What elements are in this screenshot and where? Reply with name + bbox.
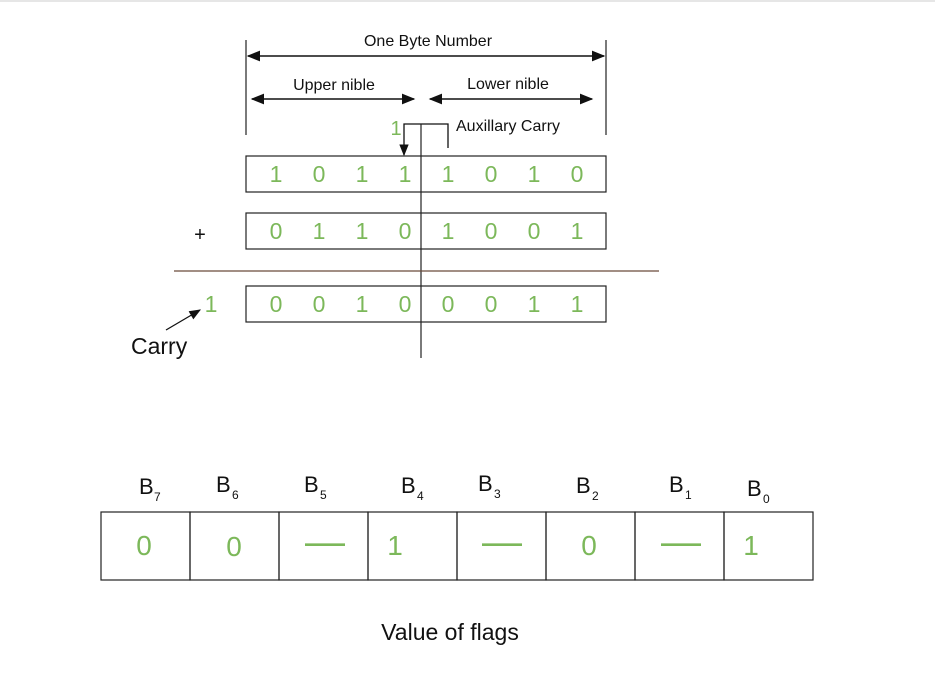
flags-register <box>100 511 814 581</box>
flags-caption: Value of flags <box>381 619 519 645</box>
bit: 0 <box>270 218 283 244</box>
flag-bit-subscript: 5 <box>320 488 327 502</box>
flag-value: 0 <box>581 530 597 561</box>
carry-arrow <box>165 309 202 331</box>
bit: 0 <box>442 291 455 317</box>
flag-bit-label: B <box>669 472 684 497</box>
flag-bit-subscript: 2 <box>592 489 599 503</box>
addend1-box <box>245 155 607 193</box>
bit: 0 <box>485 291 498 317</box>
bit: 1 <box>528 291 541 317</box>
flag-bit-label: B <box>139 474 154 499</box>
flag-cell <box>367 511 458 581</box>
flag-value: 1 <box>743 530 759 561</box>
plus-sign: + <box>194 224 206 246</box>
flag-value: 1 <box>387 530 403 561</box>
flag-values: 0 0 — 1 — 0 — 1 <box>136 520 759 564</box>
bit: 1 <box>442 161 455 187</box>
flag-bit-subscript: 7 <box>154 490 161 504</box>
bit: 1 <box>571 218 584 244</box>
bit: 1 <box>528 161 541 187</box>
flag-bit-subscript: 4 <box>417 489 424 503</box>
flag-bit-label: B <box>478 471 493 496</box>
bit: 0 <box>528 218 541 244</box>
flag-cell <box>723 511 814 581</box>
bit: 1 <box>399 161 412 187</box>
flag-bit-subscript: 3 <box>494 487 501 501</box>
carry-label: Carry <box>131 333 188 359</box>
addend1-bits: 1 0 1 1 1 0 1 0 <box>270 161 584 187</box>
sum-bits: 0 0 1 0 0 0 1 1 <box>270 291 584 317</box>
lower-nibble-label: Lower nible <box>467 76 549 93</box>
addend2-box <box>245 212 607 250</box>
flag-bit-labels: B 7 B 6 B 5 B 4 B 3 B 2 B 1 B 0 <box>139 471 770 506</box>
bit: 0 <box>485 218 498 244</box>
bit: 0 <box>485 161 498 187</box>
bit: 0 <box>399 218 412 244</box>
bit: 0 <box>313 161 326 187</box>
upper-nibble-label: Upper nible <box>293 77 375 94</box>
bit: 1 <box>571 291 584 317</box>
flag-value: — <box>305 520 345 564</box>
flag-bit-subscript: 6 <box>232 488 239 502</box>
bit: 1 <box>356 218 369 244</box>
flag-bit-label: B <box>576 473 591 498</box>
flag-value: 0 <box>226 531 242 562</box>
flag-bit-label: B <box>216 472 231 497</box>
aux-carry-bit: 1 <box>390 118 401 140</box>
flag-bit-label: B <box>747 476 762 501</box>
flag-value: 0 <box>136 530 152 561</box>
flag-bit-label: B <box>401 473 416 498</box>
flag-value: — <box>661 520 701 564</box>
flag-value: — <box>482 520 522 564</box>
bit: 1 <box>442 218 455 244</box>
addend2-bits: 0 1 1 0 1 0 0 1 <box>270 218 584 244</box>
bit: 1 <box>313 218 326 244</box>
bit: 1 <box>356 291 369 317</box>
flag-bit-subscript: 1 <box>685 488 692 502</box>
aux-carry-arrow <box>399 123 449 157</box>
bit: 0 <box>270 291 283 317</box>
bit: 1 <box>356 161 369 187</box>
bit: 0 <box>571 161 584 187</box>
bit: 1 <box>270 161 283 187</box>
sum-box <box>245 285 607 323</box>
flag-bit-subscript: 0 <box>763 492 770 506</box>
byte-title: One Byte Number <box>364 33 493 50</box>
bit: 0 <box>399 291 412 317</box>
carry-bit: 1 <box>205 291 218 317</box>
bit: 0 <box>313 291 326 317</box>
flag-bit-label: B <box>304 472 319 497</box>
aux-carry-label: Auxillary Carry <box>456 118 560 135</box>
